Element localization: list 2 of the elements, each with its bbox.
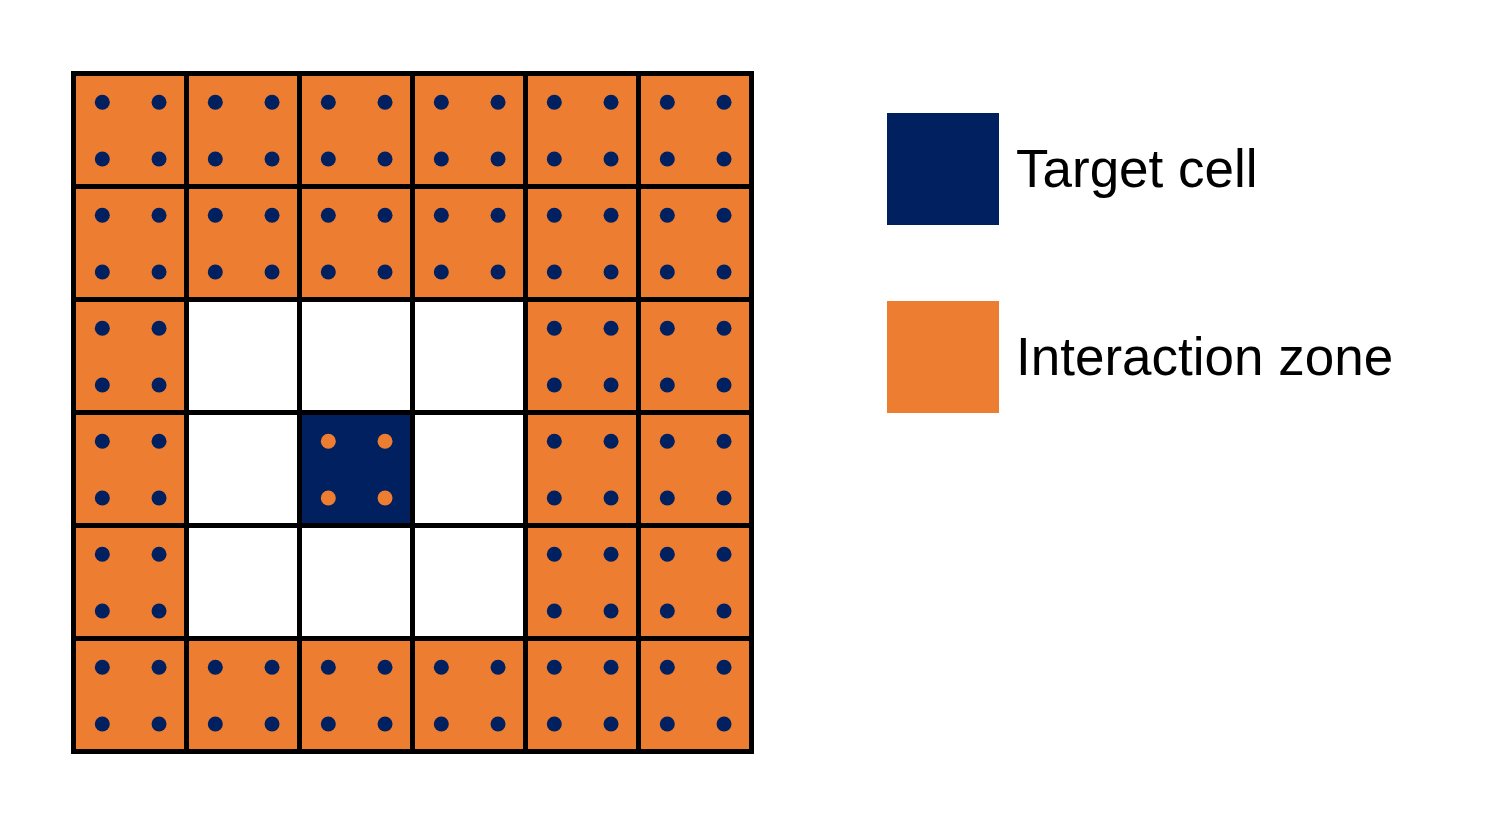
legend-label: Interaction zone — [1016, 326, 1394, 388]
legend-label: Target cell — [1016, 138, 1258, 200]
